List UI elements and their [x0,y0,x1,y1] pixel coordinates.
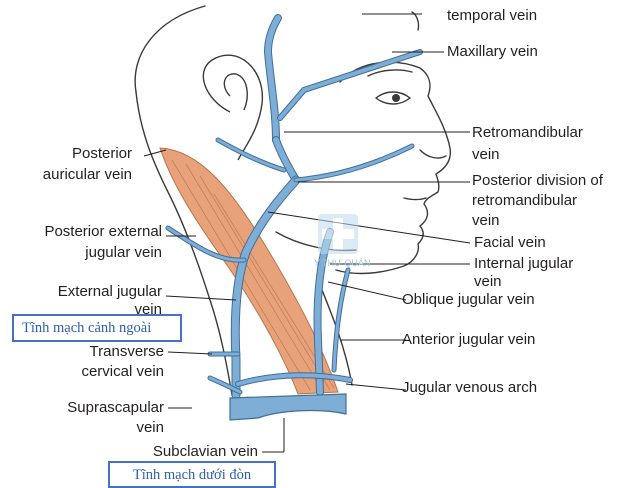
watermark-text: Y THƯ QUÁN [314,258,371,268]
leader-lines [143,13,471,453]
veins [165,14,423,400]
ear-inner [223,73,248,111]
facial-vein-fill [294,144,414,182]
label-jugular-venous-arch: Jugular venous arch [402,379,538,396]
sternocleidomastoid-muscle [159,147,339,395]
subclavian-vein [229,393,347,421]
ear-helix [202,54,264,161]
posterior-external-jugular-vein-fill [166,226,246,262]
pupil [392,94,400,102]
temporal-vein-fill [264,15,281,143]
eyebrow [367,69,413,77]
label-suprascapular-line1: Suprascapular [67,399,164,416]
label-transverse-cervical-line1: Transverse [89,343,164,360]
label-posterior-division-line1: Posterior division of [472,172,603,189]
label-oblique-jugular-vein: Oblique jugular vein [402,291,535,308]
nose-detail [419,149,447,159]
label-posterior-external-line1: Posterior external [44,223,162,240]
maxillary-vein-fill [278,50,422,120]
label-external-jugular-line2: vein [134,301,162,318]
label-maxillary-vein: Maxillary vein [447,43,538,60]
external-jugular-vein-fill [231,176,300,399]
label-posterior-division-line2: retromandibular [472,192,578,209]
mouth [403,197,427,201]
skull-outline [134,5,420,93]
label-posterior-division-line3: vein [472,212,500,229]
anterior-jugular-vein-fill [332,268,350,372]
label-suprascapular-line2: vein [136,419,164,436]
label-posterior-external-line2: jugular vein [85,244,162,261]
label-facial-vein: Facial vein [474,234,546,251]
suprascapular-vein-fill [208,376,242,394]
callout-external-jugular-vietnamese: Tĩnh mạch cảnh ngoài [12,314,182,342]
label-subclavian-vein: Subclavian vein [152,443,258,460]
maxillary-vein [277,49,423,121]
jaw-line [275,231,357,252]
facial-vein [293,143,415,183]
ear-outline [202,54,264,161]
eye [374,91,412,105]
label-transverse-cervical-line2: cervical vein [81,363,164,380]
label-external-jugular-line1: External jugular [57,283,162,300]
label-retromandibular-vein-line1: Retromandibular [472,124,583,141]
label-internal-jugular-line1: Internal jugular [474,255,574,272]
label-posterior-auricular-line2: auricular vein [42,166,132,183]
label-anterior-jugular-vein: Anterior jugular vein [402,331,536,348]
label-posterior-auricular-line1: Posterior [71,145,132,162]
label-retromandibular-vein-line2: vein [472,146,500,163]
label-internal-jugular-line2: vein [474,273,502,290]
jugular-venous-arch-fill [236,373,352,386]
retromandibular-vein-fill [273,137,299,183]
face-profile-outline [335,61,452,275]
label-temporal-vein: temporal vein [447,7,538,24]
posterior-auricular-vein-fill [216,138,286,172]
callout-subclavian-vietnamese: Tĩnh mạch dưới đòn [108,461,276,488]
